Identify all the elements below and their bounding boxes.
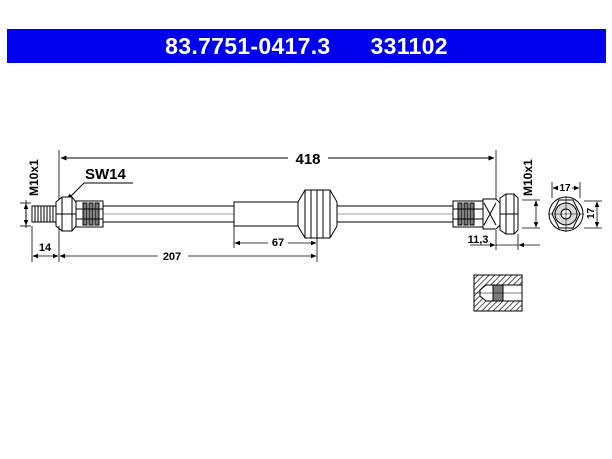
left-fitting — [31, 196, 104, 232]
thread-right-callout: M10x1 — [521, 159, 540, 229]
dim-to-sleeve: 207 — [59, 238, 318, 263]
thread-right-label: M10x1 — [521, 159, 535, 196]
thread-left-callout: M10x1 — [20, 159, 41, 228]
dim-to-sleeve-label: 207 — [163, 251, 181, 263]
part-number: 83.7751-0417.3 — [165, 32, 331, 59]
dim-left-fitting-label: 14 — [39, 242, 52, 254]
wrench-size-callout: SW14 — [66, 166, 133, 201]
right-fitting — [452, 193, 519, 235]
header-bar: 83.7751-0417.3 331102 — [7, 29, 606, 63]
dim-right-fitting-label: 11,3 — [468, 234, 489, 246]
section-detail — [473, 274, 523, 312]
dim-left-fitting: 14 — [31, 226, 60, 262]
total-length-label: 418 — [295, 151, 320, 168]
face-height-label: 17 — [586, 207, 597, 219]
dim-total-length: 418 — [58, 150, 497, 200]
wrench-size-label: SW14 — [85, 166, 127, 183]
dim-sleeve-label: 67 — [272, 237, 284, 249]
dim-right-fitting: 11,3 — [468, 230, 540, 250]
hose-body — [102, 189, 454, 239]
face-width-label: 17 — [559, 183, 571, 194]
thread-left-label: M10x1 — [27, 159, 41, 196]
end-face-view: 17 17 — [548, 182, 602, 232]
reference-number: 331102 — [370, 32, 448, 59]
dim-sleeve: 67 — [233, 226, 317, 249]
